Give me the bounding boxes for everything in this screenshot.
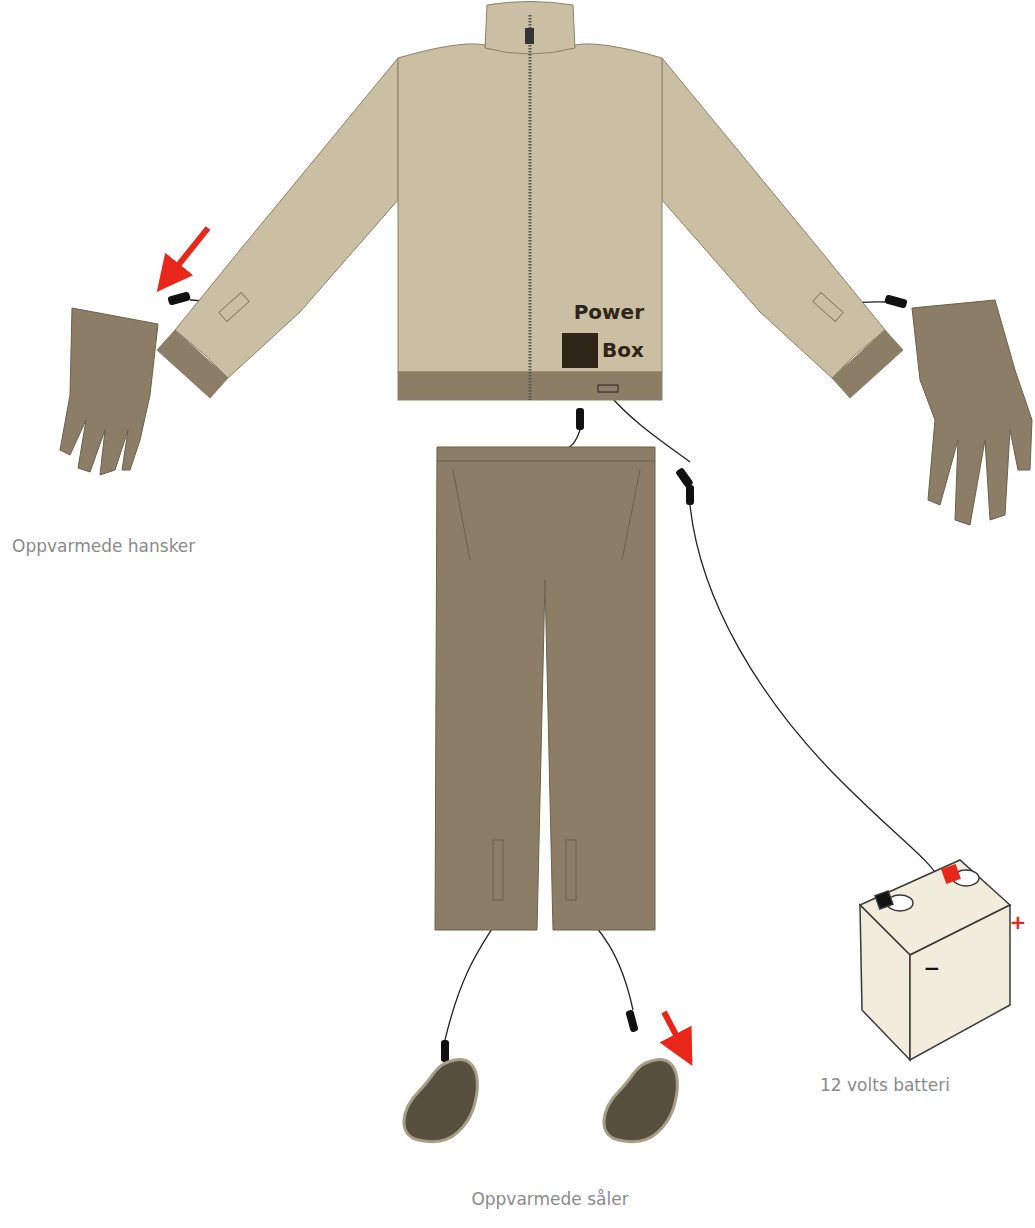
caption-label: Oppvarmede hansker: [12, 535, 252, 557]
red-arrows: [168, 228, 684, 1050]
part-label: Power Box: [562, 293, 644, 369]
zipper-pull: [525, 28, 534, 44]
jacket: [157, 2, 903, 401]
wires: [190, 300, 940, 1040]
plug-connectors: [167, 291, 907, 1062]
caption-label: Oppvarmede såler: [430, 1188, 670, 1210]
soles: [404, 1060, 677, 1142]
zipper: [529, 15, 532, 400]
power-box: [562, 333, 598, 368]
caption-label: 12 volts batteri: [820, 1074, 1020, 1096]
pants: [435, 447, 655, 930]
terminal-sign: +: [1008, 912, 1028, 932]
battery: [860, 860, 1010, 1060]
terminal-sign: −: [922, 958, 942, 978]
